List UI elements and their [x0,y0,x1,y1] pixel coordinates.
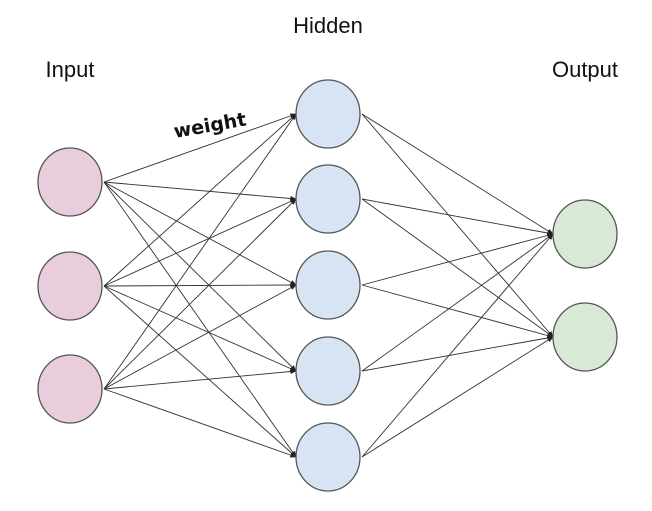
edge-input-3-hidden-4 [103,369,297,390]
edge-hidden-4-output-1 [361,233,554,372]
edge-input-3-hidden-1 [103,113,297,390]
output-neuron-2 [552,302,618,372]
edge-hidden-3-output-1 [361,233,554,286]
hidden-neuron-5 [295,422,361,492]
hidden-neuron-1 [295,79,361,149]
edge-hidden-4-output-2 [361,335,554,372]
edge-input-2-hidden-5 [103,285,297,458]
hidden-neuron-3 [295,250,361,320]
edge-input-1-hidden-1 [103,113,297,183]
input-neuron-3 [37,354,103,424]
edge-input-3-hidden-2 [103,198,297,390]
edge-input-3-hidden-5 [103,388,297,458]
edge-hidden-3-output-2 [361,284,554,338]
hidden-layer-label: Hidden [293,13,363,38]
edge-input-2-hidden-4 [103,285,297,372]
edge-input-1-hidden-4 [103,181,297,372]
weight-label: weight [172,109,248,143]
edge-input-1-hidden-5 [103,181,297,458]
edge-hidden-1-output-1 [361,113,554,235]
edge-input-3-hidden-3 [103,284,297,390]
edge-hidden-5-output-1 [361,233,554,458]
output-layer-label: Output [552,57,618,82]
edge-hidden-5-output-2 [361,336,554,458]
input-neuron-2 [37,251,103,321]
hidden-neuron-4 [295,336,361,406]
input-neuron-1 [37,147,103,217]
edge-input-2-hidden-2 [103,198,297,287]
output-neuron-1 [552,199,618,269]
edge-input-2-hidden-1 [103,113,297,287]
edge-hidden-2-output-2 [361,198,554,338]
edge-input-1-hidden-2 [103,181,297,202]
edge-hidden-1-output-2 [361,113,554,338]
neurons [37,79,618,492]
edge-input-1-hidden-3 [103,181,297,286]
edge-hidden-2-output-1 [361,198,554,236]
edge-input-2-hidden-3 [103,282,297,288]
input-layer-label: Input [46,57,95,82]
hidden-neuron-2 [295,164,361,234]
connections [103,113,554,458]
